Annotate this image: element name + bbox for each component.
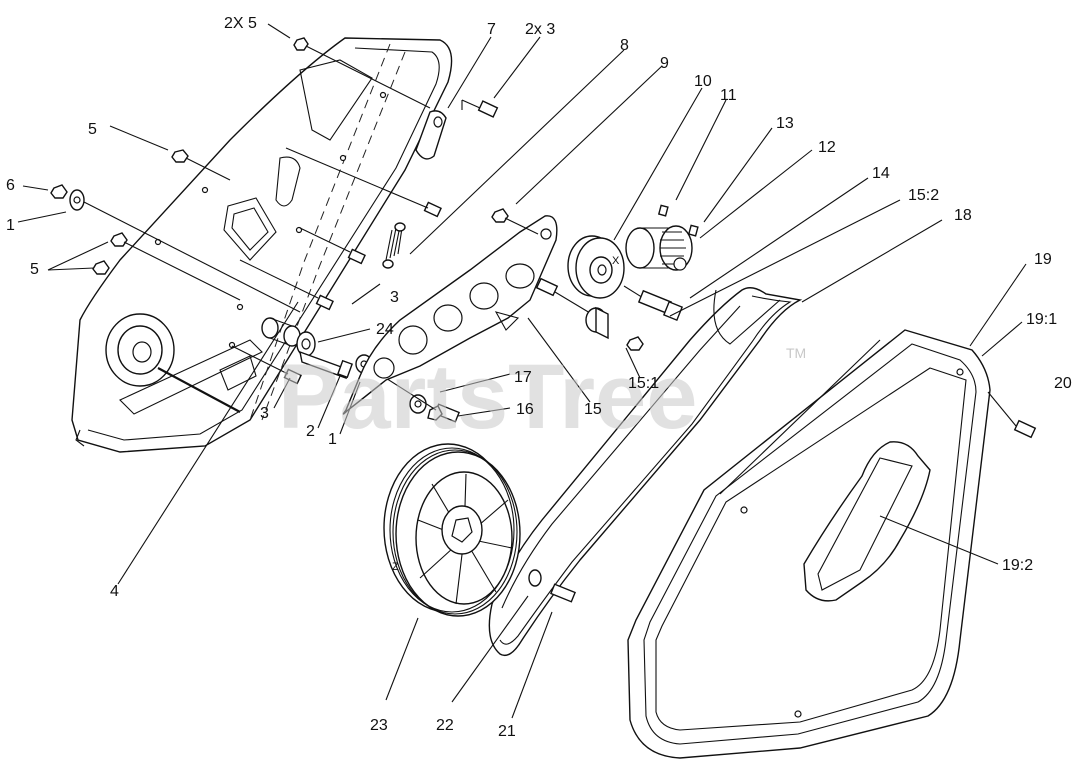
callout-21: 21 bbox=[498, 723, 516, 740]
callout-19-2: 19:2 bbox=[1002, 557, 1033, 574]
large-pulley-part-23: Z bbox=[383, 443, 576, 617]
callout-5-lower: 5 bbox=[30, 261, 39, 278]
callout-4: 4 bbox=[110, 583, 119, 600]
callout-13: 13 bbox=[776, 115, 794, 132]
callout-19-1: 19:1 bbox=[1026, 311, 1057, 328]
callout-14: 14 bbox=[872, 165, 890, 182]
callout-19: 19 bbox=[1034, 251, 1052, 268]
pulley-mark-z: Z bbox=[392, 561, 399, 573]
callout-11: 11 bbox=[720, 87, 737, 104]
pulley-hub-part-12 bbox=[625, 204, 699, 271]
callout-20: 20 bbox=[1054, 375, 1072, 392]
pulley-mark-x: X bbox=[612, 255, 620, 267]
watermark: PartsTree bbox=[278, 346, 697, 448]
callout-10: 10 bbox=[694, 73, 712, 90]
callout-23: 23 bbox=[370, 717, 388, 734]
callout-3-upper: 3 bbox=[390, 289, 399, 306]
callout-18: 18 bbox=[954, 207, 972, 224]
callout-24: 24 bbox=[376, 321, 394, 338]
belt-cover-part-19 bbox=[627, 329, 1037, 759]
callout-17: 17 bbox=[514, 369, 532, 386]
callout-1-lower: 1 bbox=[328, 431, 337, 448]
callout-3-lower: 3 bbox=[260, 405, 269, 422]
callout-2: 2 bbox=[306, 423, 315, 440]
callout-labels: 2X 5 7 2x 3 8 9 10 11 13 12 5 6 1 5 14 1… bbox=[6, 15, 1072, 740]
callout-22: 22 bbox=[436, 717, 454, 734]
idler-pulley-part-10: X bbox=[567, 235, 684, 322]
idler-arm-part-15 bbox=[342, 208, 644, 415]
drive-belt-part-18 bbox=[488, 287, 803, 657]
callout-6: 6 bbox=[6, 177, 15, 194]
callout-9: 9 bbox=[660, 55, 669, 72]
callout-15-2: 15:2 bbox=[908, 187, 939, 204]
callout-2x5: 2X 5 bbox=[224, 15, 257, 32]
callout-15-1: 15:1 bbox=[628, 375, 659, 392]
callout-1-left: 1 bbox=[6, 217, 15, 234]
watermark-trademark: TM bbox=[786, 345, 806, 361]
inner-housing-part-4 bbox=[71, 37, 453, 453]
callout-5-upper: 5 bbox=[88, 121, 97, 138]
callout-12: 12 bbox=[818, 139, 836, 156]
callout-2x3: 2x 3 bbox=[525, 21, 555, 38]
callout-7: 7 bbox=[487, 21, 496, 38]
callout-8: 8 bbox=[620, 37, 629, 54]
callout-15: 15 bbox=[584, 401, 602, 418]
callout-16: 16 bbox=[516, 401, 534, 418]
leader-lines bbox=[17, 23, 1027, 719]
